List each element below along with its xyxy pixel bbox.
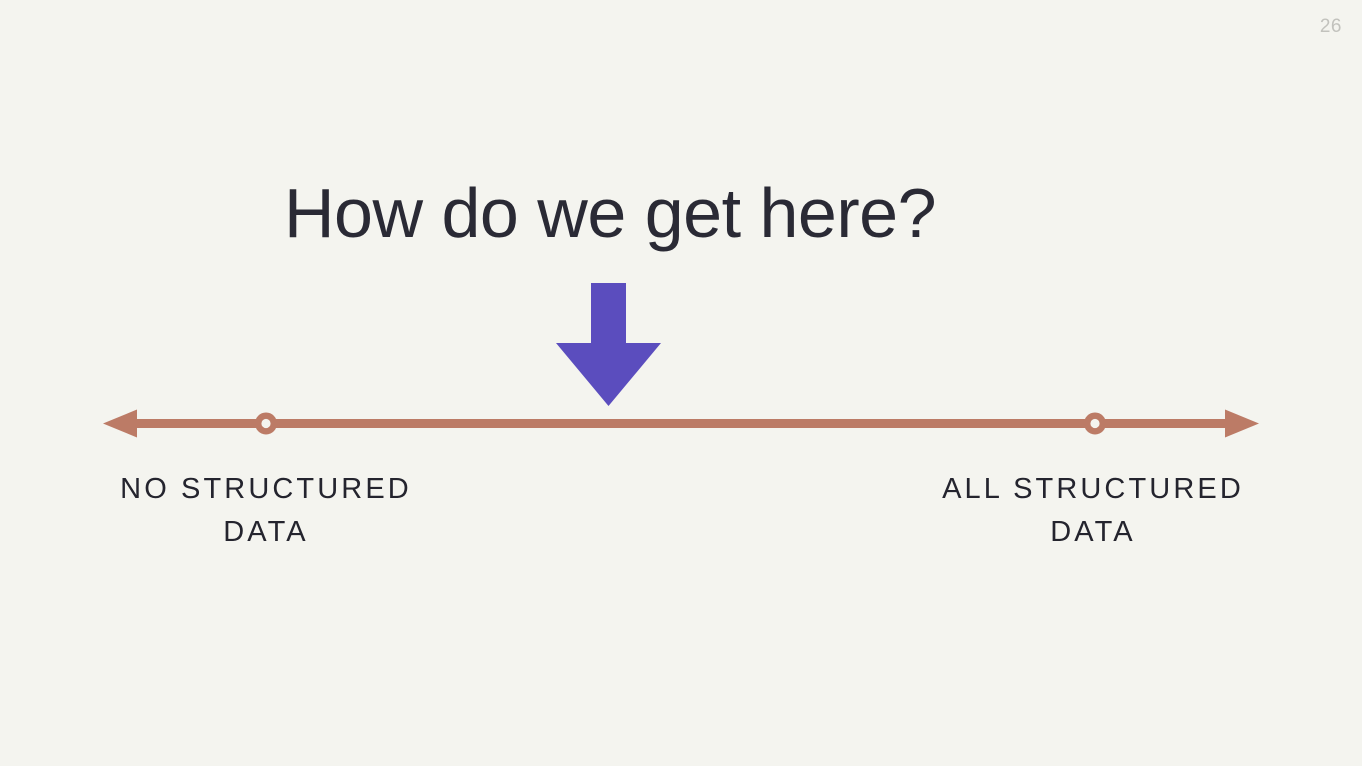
page-title: How do we get here?	[283, 174, 937, 252]
axis-label-left: NO STRUCTURED DATA	[56, 468, 476, 554]
axis-label-left-line2: DATA	[223, 516, 309, 548]
arrow-right-icon	[1225, 409, 1259, 438]
axis-label-left-line1: NO STRUCTURED	[120, 473, 412, 505]
arrow-left-icon	[103, 409, 137, 438]
page-number: 26	[1319, 16, 1342, 37]
circle-marker-icon-left	[254, 412, 277, 435]
circle-marker-icon-right	[1084, 412, 1107, 435]
axis-label-right-line2: DATA	[1050, 516, 1136, 548]
spectrum-axis	[103, 409, 1259, 438]
down-arrow-icon	[556, 283, 661, 406]
axis-label-right: ALL STRUCTURED DATA	[883, 468, 1303, 554]
axis-label-right-line1: ALL STRUCTURED	[942, 473, 1244, 505]
